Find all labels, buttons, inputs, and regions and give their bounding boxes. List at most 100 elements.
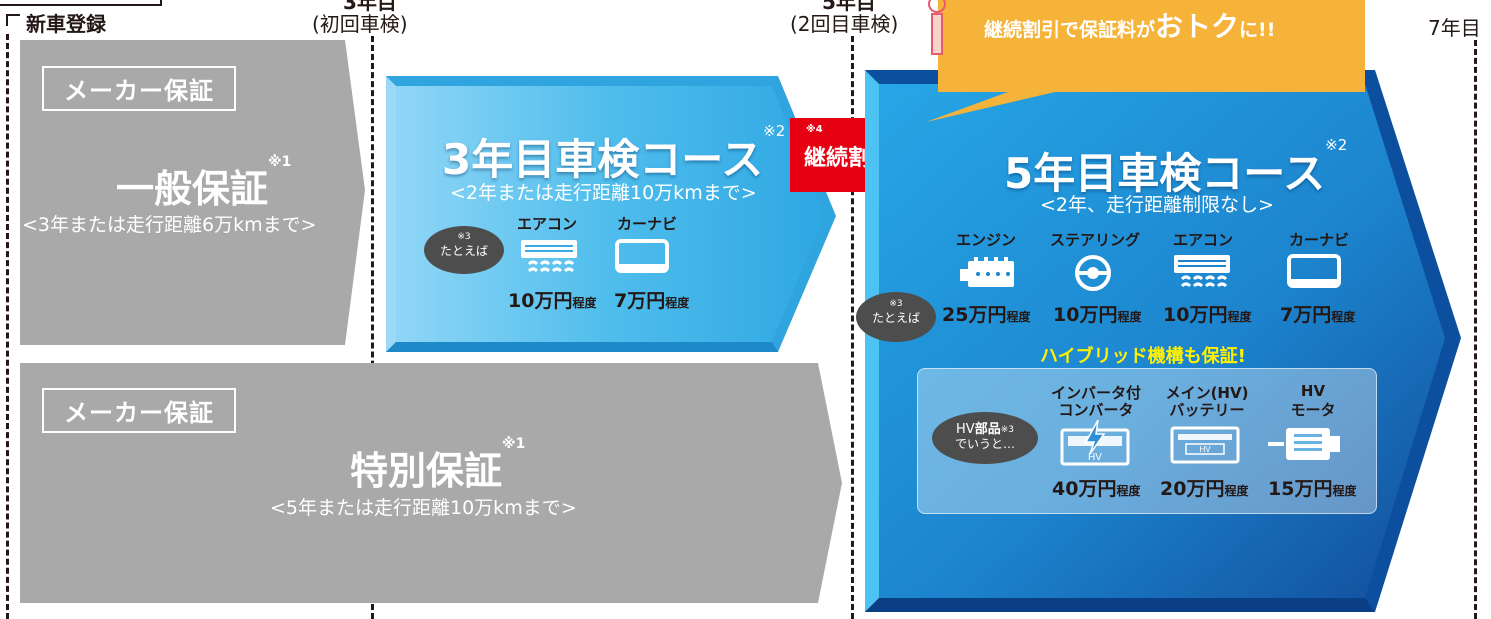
mascot-icon [928, 0, 946, 55]
callout-text-a: 継続割引で保証料が [984, 19, 1156, 41]
general-warranty-mark: ※1 [268, 154, 292, 170]
timeline-year7: 7年目 [1428, 16, 1481, 40]
course3-shape [386, 76, 836, 352]
course5-price-2-unit: 程度 [1117, 310, 1142, 324]
hv-part-label-1b: コンバータ [1058, 401, 1134, 419]
carnavi-icon [615, 239, 669, 273]
course3-price-1-unit: 程度 [572, 296, 597, 310]
svg-text:HV: HV [1199, 445, 1211, 454]
hv-part-price-1: 40万円程度 [1052, 474, 1140, 501]
hv-bubble-mark: ※3 [1000, 425, 1014, 435]
hv-part-label-3b: モータ [1290, 401, 1336, 419]
carnavi-icon [1287, 254, 1341, 288]
hybrid-heading: ハイブリッド機構も保証! [1040, 346, 1246, 367]
hv-price-3-val: 15万円 [1268, 478, 1333, 500]
inverter-icon: HV [1060, 420, 1130, 466]
course3-price-2-unit: 程度 [665, 296, 690, 310]
course3-sub: <2年または走行距離10万kmまで> [450, 182, 757, 204]
callout-bubble-shape [926, 0, 1365, 122]
course5-example-mark: ※3 [889, 299, 903, 309]
timeline-line-start [6, 34, 9, 619]
course3-part-label-1: エアコン [516, 215, 577, 233]
callout-text: 継続割引で保証料がおトクに!! [984, 5, 1275, 45]
registration-bracket [6, 14, 20, 26]
timeline-year5-top: 5年目 [822, 0, 876, 14]
course5-part-price-2: 10万円程度 [1053, 300, 1141, 327]
course5-price-2-val: 10万円 [1053, 304, 1118, 326]
maker-warranty-badge-1: メーカー保証 [42, 66, 236, 111]
hv-parts-bubble: HV部品※3 でいうと… [932, 412, 1038, 464]
callout-text-b: おトク [1155, 10, 1240, 43]
course3-part-price-2: 7万円程度 [614, 286, 689, 313]
course5-part-label-4: カーナビ [1288, 231, 1349, 249]
course3-example-bubble: ※3 たとえば [424, 226, 504, 274]
course5-price-1-val: 25万円 [942, 304, 1007, 326]
special-warranty-shape [20, 363, 842, 603]
course5-part-label-3: エアコン [1172, 231, 1233, 249]
course5-sub: <2年、走行距離制限なし> [1040, 194, 1274, 216]
course5-price-4-unit: 程度 [1331, 310, 1356, 324]
course5-price-4-val: 7万円 [1280, 304, 1332, 326]
timeline-year3-top: 3年目 [343, 0, 397, 14]
hv-battery-icon: HV [1170, 426, 1240, 464]
top-left-corner-box [0, 0, 162, 6]
hv-part-price-3: 15万円程度 [1268, 474, 1356, 501]
timeline-line-year7 [1474, 40, 1477, 619]
engine-icon [960, 257, 1014, 287]
hv-bubble-line2: でいうと… [954, 437, 1015, 451]
maker-warranty-badge-2: メーカー保証 [42, 388, 236, 433]
hv-price-3-unit: 程度 [1332, 484, 1357, 498]
timeline-registration: 新車登録 [26, 12, 106, 36]
course5-price-1-unit: 程度 [1006, 310, 1031, 324]
special-warranty-mark: ※1 [502, 436, 526, 452]
hv-bubble-parts: 部品 [974, 422, 1001, 437]
svg-text:HV: HV [1088, 452, 1102, 463]
course3-price-2-val: 7万円 [614, 290, 666, 312]
hv-price-2-unit: 程度 [1224, 484, 1249, 498]
hv-motor-icon [1268, 428, 1340, 460]
course5-price-3-val: 10万円 [1163, 304, 1228, 326]
hv-price-1-unit: 程度 [1116, 484, 1141, 498]
course3-example-label: たとえば [439, 244, 488, 258]
aircon-icon [521, 240, 577, 273]
course5-example-bubble: ※3 たとえば [856, 292, 936, 342]
general-warranty-title-text: 一般保証 [116, 167, 269, 211]
hv-part-price-2: 20万円程度 [1160, 474, 1248, 501]
course5-part-price-1: 25万円程度 [942, 300, 1030, 327]
discount-mark: ※4 [806, 124, 823, 135]
steering-icon [1075, 255, 1111, 291]
timeline-line-year3 [371, 36, 374, 619]
course5-part-label-2: ステアリング [1049, 231, 1140, 249]
course5-price-3-unit: 程度 [1227, 310, 1252, 324]
course3-price-1-val: 10万円 [508, 290, 573, 312]
timeline-line-year5 [851, 36, 854, 619]
general-warranty-shape [20, 40, 365, 345]
callout-text-c: に!! [1239, 19, 1276, 41]
course5-title-text: 5年目車検コース [1004, 149, 1326, 198]
hv-bubble-line1: HV部品※3 [932, 423, 1038, 437]
course5-part-label-1: エンジン [955, 231, 1016, 249]
course3-mark: ※2 [763, 122, 786, 140]
course3-part-price-1: 10万円程度 [508, 286, 596, 313]
special-warranty-title-text: 特別保証 [350, 449, 503, 493]
timeline-year5-sub: (2回目車検) [790, 12, 899, 36]
hv-part-label-2a: メイン(HV) [1165, 384, 1249, 402]
hv-price-1-val: 40万円 [1052, 478, 1117, 500]
course5-example-label: たとえば [871, 311, 920, 325]
timeline-year3-sub: (初回車検) [312, 12, 408, 36]
hv-part-label-3a: HV [1300, 382, 1326, 400]
course5-title: 5年目車検コース※2 [1004, 136, 1347, 201]
special-warranty-title: 特別保証※1 [350, 436, 525, 495]
general-warranty-sub: <3年または走行距離6万kmまで> [22, 214, 317, 236]
hv-part-label-1a: インバータ付 [1050, 384, 1141, 402]
course3-example-mark: ※3 [457, 232, 471, 242]
course3-title: 3年目車検コース※2 [442, 122, 785, 187]
course3-title-text: 3年目車検コース [442, 135, 764, 184]
hv-price-2-val: 20万円 [1160, 478, 1225, 500]
course5-part-price-3: 10万円程度 [1163, 300, 1251, 327]
course5-shape [865, 70, 1461, 612]
hv-part-label-2b: バッテリー [1169, 401, 1245, 419]
hv-bubble-hv: HV [956, 422, 975, 437]
course3-part-label-2: カーナビ [616, 215, 677, 233]
course5-part-price-4: 7万円程度 [1280, 300, 1355, 327]
